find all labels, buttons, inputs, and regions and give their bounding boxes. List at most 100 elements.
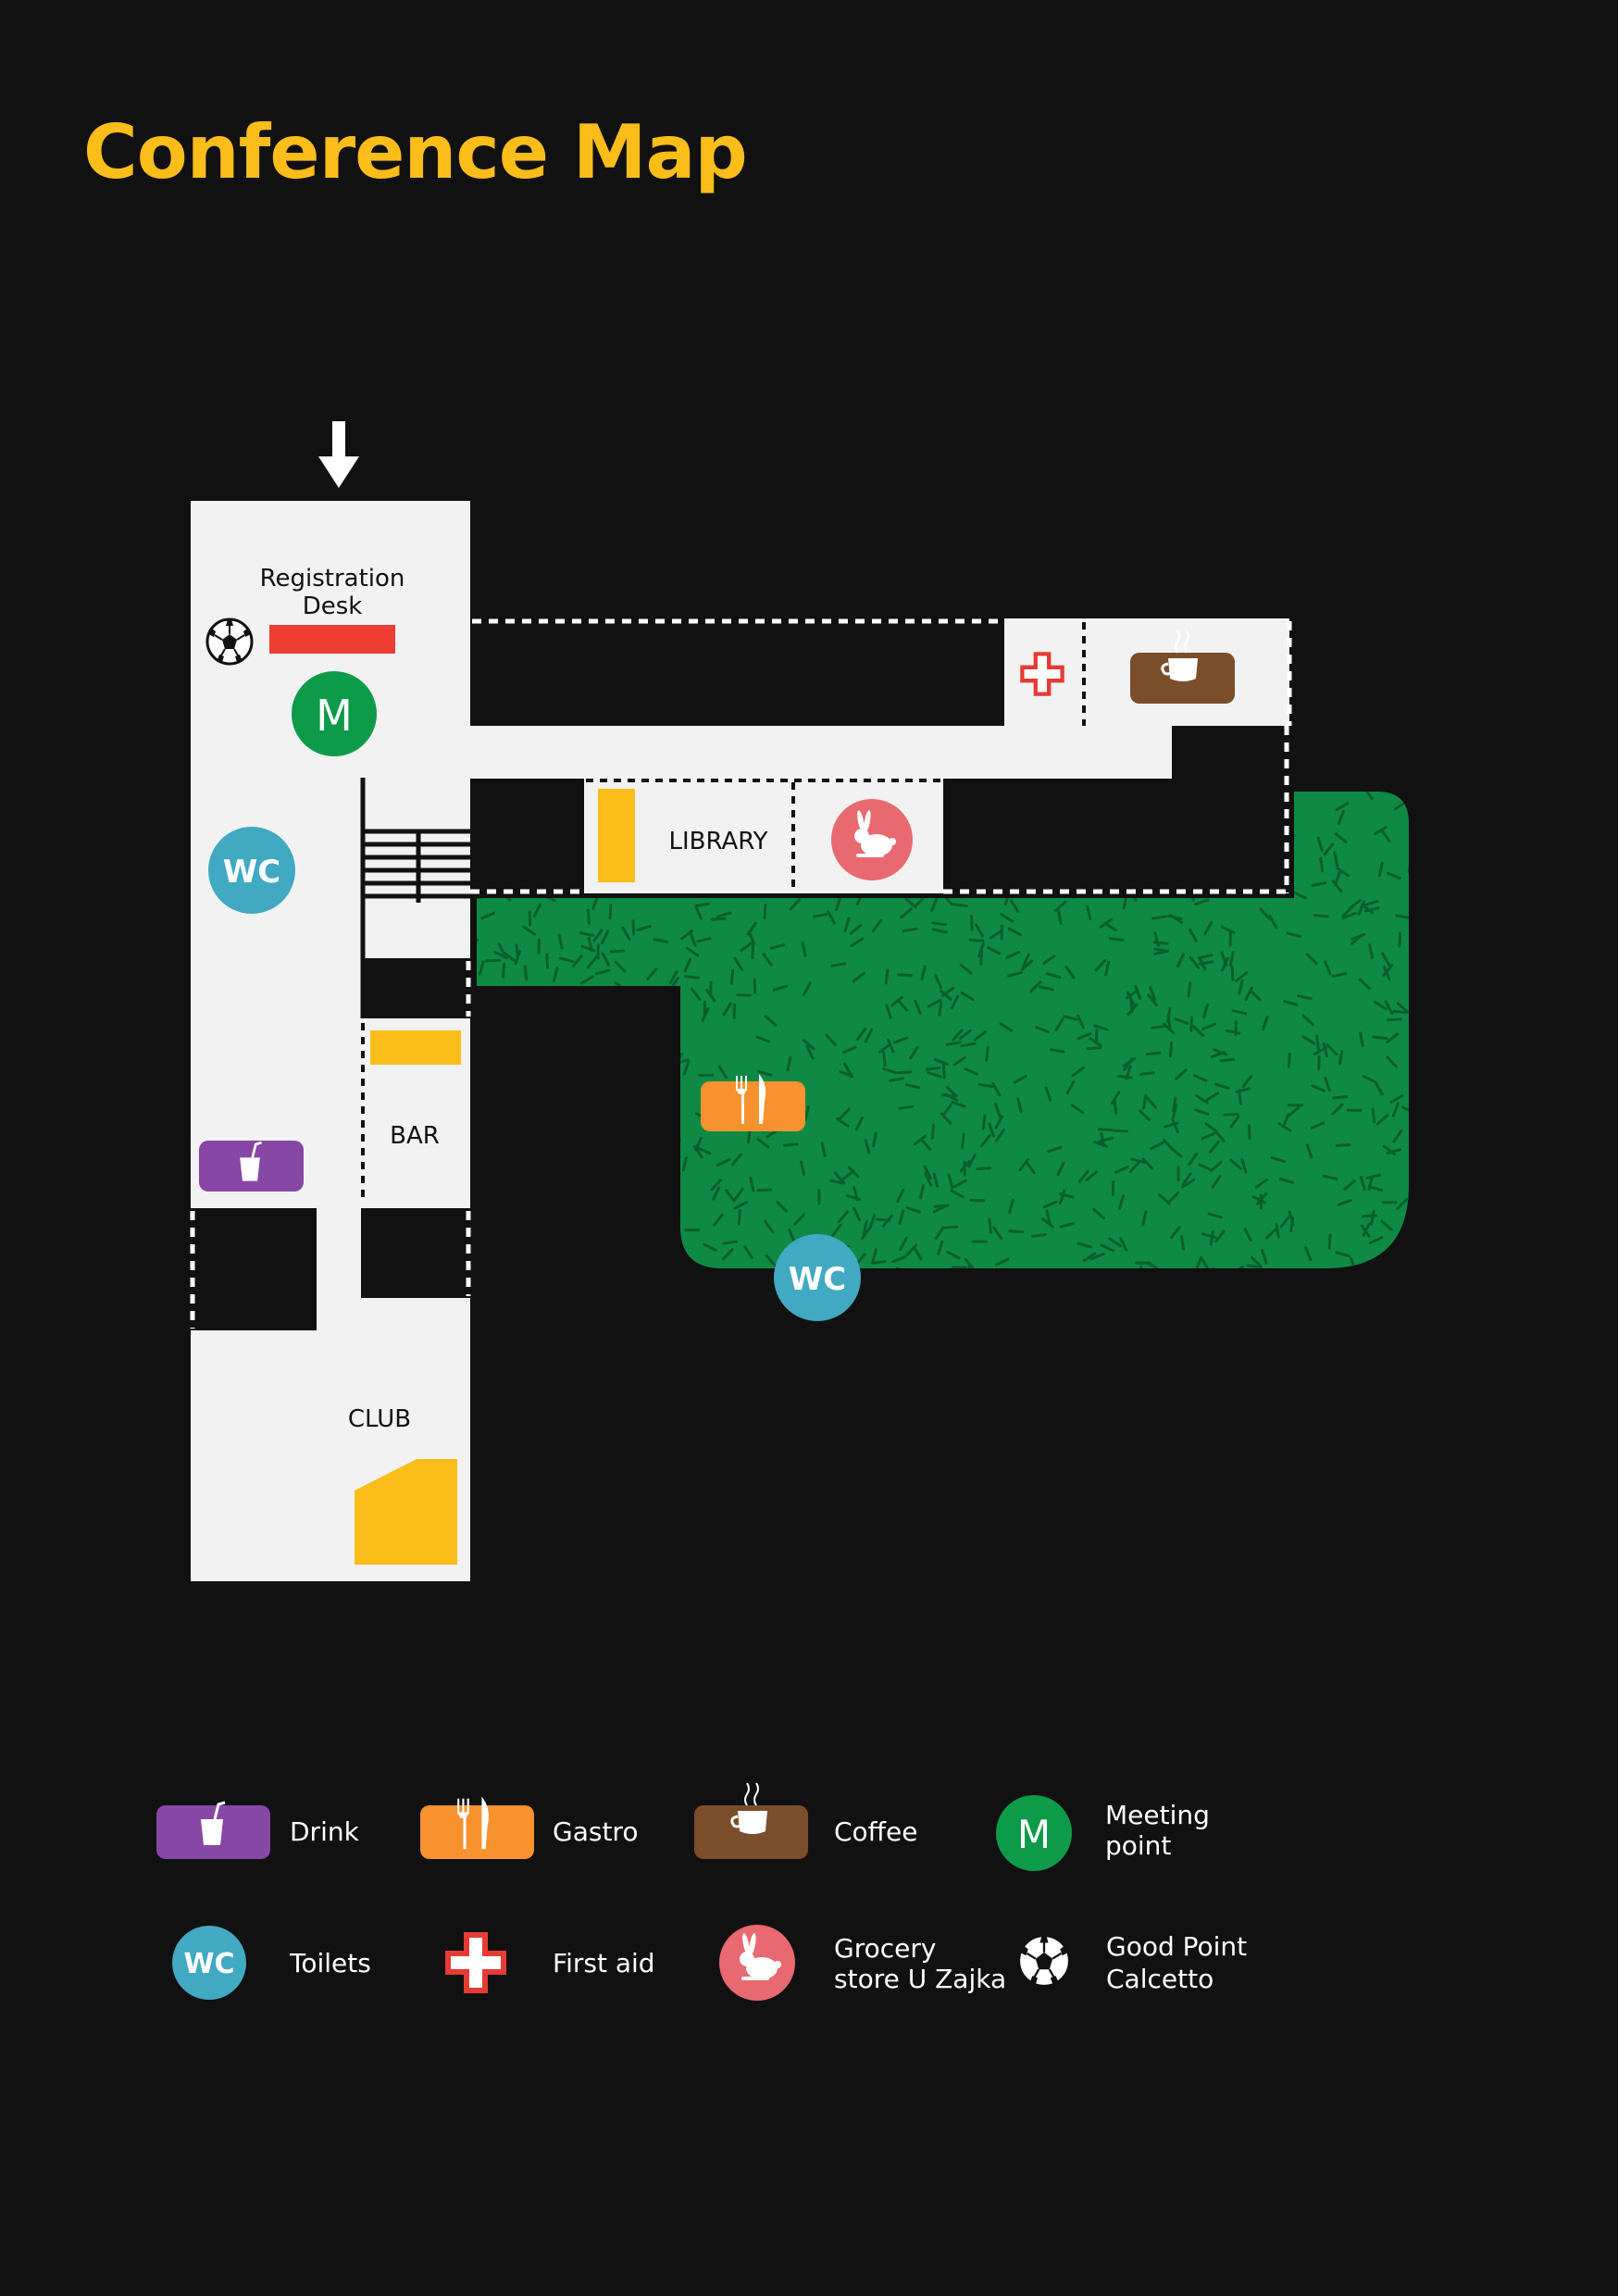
grass-texture-dash	[1262, 1015, 1269, 1031]
grass-texture-dash	[1202, 806, 1214, 820]
grass-texture-dash	[1375, 1114, 1389, 1126]
legend-toilets-icon: WC	[172, 1926, 246, 2000]
grass-texture-dash	[985, 1046, 989, 1062]
grass-texture-dash	[1386, 1017, 1402, 1022]
grass-texture-dash	[1322, 1042, 1328, 1058]
grass-texture-dash	[994, 1257, 1010, 1267]
grass-texture-dash	[1268, 915, 1278, 930]
grass-texture-dash	[1229, 1158, 1242, 1170]
grass-texture-dash	[1150, 1142, 1164, 1151]
grass-texture-dash	[938, 1001, 943, 1017]
grass-texture-dash	[1158, 1193, 1171, 1205]
grass-texture-dash	[905, 1206, 921, 1214]
grass-texture-dash	[694, 905, 703, 920]
grass-texture-dash	[712, 1186, 721, 1201]
grass-texture-dash	[703, 1242, 717, 1252]
grass-texture-dash	[764, 1015, 778, 1027]
grass-texture-dash	[631, 1172, 638, 1188]
grass-texture-dash	[1350, 1256, 1357, 1268]
gastro-icon	[701, 1074, 805, 1131]
grass-texture-dash	[1228, 951, 1235, 967]
grass-texture-dash	[691, 987, 702, 1001]
grass-texture-dash	[1209, 1140, 1220, 1154]
grass-texture-dash	[930, 897, 939, 913]
grass-texture-dash	[1125, 798, 1129, 815]
grass-texture-dash	[927, 1071, 942, 1079]
grass-texture-dash	[945, 1085, 958, 1098]
grass-texture-dash	[1331, 972, 1348, 978]
grass-texture-dash	[1297, 994, 1313, 1001]
grass-texture-dash	[803, 981, 812, 996]
grocery-icon	[831, 799, 913, 880]
grass-texture-dash	[1179, 1234, 1186, 1251]
grass-texture-dash	[740, 941, 753, 952]
grass-texture-dash	[1343, 1179, 1356, 1191]
grass-texture-dash	[515, 1239, 525, 1253]
grass-texture-dash	[737, 1209, 741, 1226]
grass-texture-dash	[1359, 1175, 1366, 1192]
grass-texture-dash	[1225, 1029, 1241, 1035]
grass-texture-dash	[947, 821, 964, 828]
legend-grocery-label-line2: store U Zajka	[834, 1964, 1007, 1994]
grass-texture-dash	[1361, 903, 1375, 915]
grass-texture-dash	[608, 904, 613, 920]
grass-texture-dash	[1070, 1104, 1085, 1115]
grass-texture-dash	[539, 989, 554, 997]
staircase	[360, 778, 470, 1018]
grass-texture-dash	[1227, 849, 1238, 865]
grass-texture-dash	[1057, 909, 1063, 925]
grass-texture-dash	[933, 1057, 949, 1066]
grass-texture-dash	[746, 921, 757, 936]
grass-texture-dash	[1322, 1174, 1338, 1180]
legend-coffee-label: Coffee	[834, 1816, 918, 1847]
grass-texture-dash	[743, 1245, 753, 1259]
grass-texture-dash	[604, 1020, 616, 1035]
grass-texture-dash	[510, 1135, 517, 1151]
legend-meeting-label-line2: point	[1105, 1830, 1172, 1861]
grass-texture-dash	[1123, 1057, 1134, 1071]
grass-texture-dash	[976, 1167, 992, 1171]
grass-texture-dash	[1163, 869, 1175, 883]
grass-texture-dash	[641, 1130, 657, 1137]
grass-texture-dash	[843, 917, 851, 933]
grass-texture-dash	[891, 1255, 907, 1264]
grass-texture-dash	[829, 1179, 845, 1185]
grass-texture-dash	[579, 975, 594, 985]
grass-texture-dash	[559, 1038, 573, 1050]
grass-texture-dash	[1056, 1161, 1065, 1177]
grass-texture-dash	[1304, 1246, 1313, 1262]
grass-texture-dash	[972, 846, 979, 862]
grass-texture-dash	[1149, 986, 1157, 1002]
grass-texture-dash	[1089, 1252, 1105, 1261]
grass-texture-dash	[1201, 1232, 1217, 1239]
grass-texture-dash	[550, 795, 555, 812]
grass-texture-dash	[559, 1233, 574, 1242]
grass-texture-dash	[1166, 1015, 1172, 1030]
grass-texture-dash	[989, 929, 1003, 940]
grass-texture-dash	[1151, 1024, 1167, 1029]
grass-texture-dash	[482, 1057, 492, 1073]
grass-texture-dash	[1175, 1068, 1188, 1080]
grass-texture-dash	[757, 1070, 773, 1077]
grass-texture-dash	[1181, 1172, 1192, 1186]
grass-texture-dash	[477, 1204, 486, 1210]
grass-texture-dash	[981, 1114, 987, 1130]
grass-texture-dash	[909, 1045, 919, 1060]
grass-texture-dash	[1327, 1233, 1332, 1250]
grass-texture-dash	[1154, 848, 1165, 861]
grass-texture-dash	[705, 989, 716, 1003]
grass-texture-dash	[1333, 851, 1339, 867]
grass-texture-dash	[1251, 1255, 1263, 1268]
grass-texture-dash	[967, 1154, 977, 1168]
grass-texture-dash	[581, 1222, 591, 1237]
grass-texture-dash	[1128, 1160, 1141, 1174]
grass-texture-dash	[1282, 1113, 1290, 1129]
grass-texture-dash	[477, 1242, 489, 1256]
grass-texture-dash	[1399, 792, 1409, 803]
grass-texture-dash	[1332, 1095, 1349, 1100]
grass-texture-dash	[849, 923, 863, 935]
grass-texture-dash	[1362, 1222, 1371, 1238]
grass-texture-dash	[641, 1207, 645, 1224]
grass-texture-dash	[813, 913, 828, 918]
grass-texture-dash	[1044, 1272, 1045, 1285]
